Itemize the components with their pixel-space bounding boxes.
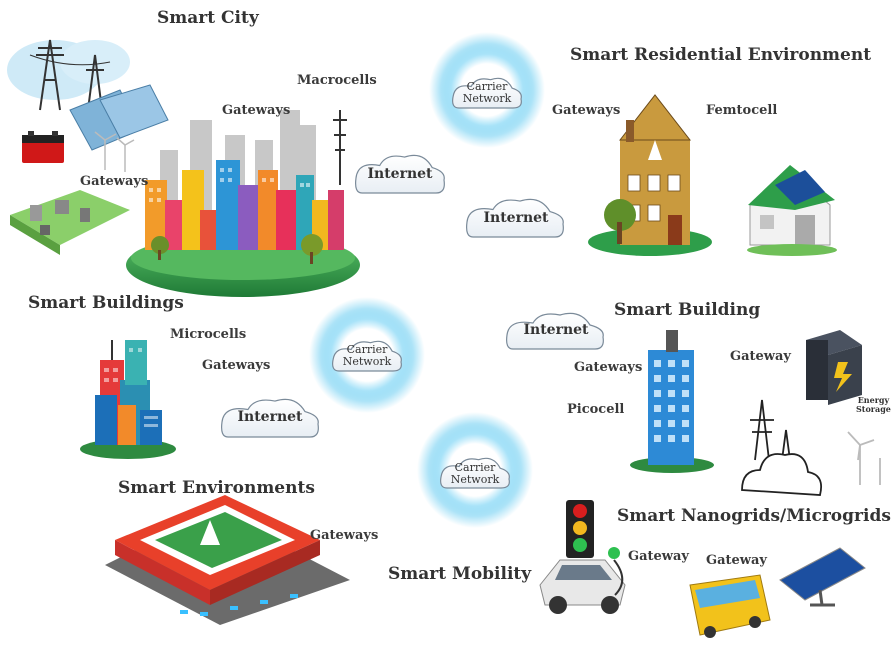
gateway-label: Gateway: [706, 553, 767, 568]
substation-icon: [10, 190, 130, 255]
macrocell-tower-icon: [333, 110, 347, 185]
energy-storage-server-icon: [806, 330, 862, 405]
energy-storage-line1: Energy: [857, 395, 890, 405]
smart-nanogrids-title: Smart Nanogrids/Microgrids: [617, 506, 891, 526]
carrier-network-label: Carrier Network: [455, 81, 519, 105]
smart-residential-title: Smart Residential Environment: [570, 45, 872, 65]
electric-car-icon: [539, 547, 626, 614]
energy-storage-label: Energy Storage: [856, 396, 891, 414]
pylon-icon: [29, 39, 111, 111]
picocell-label: Picocell: [567, 402, 625, 417]
femtocell-label: Femtocell: [706, 103, 778, 118]
gateways-label: Gateways: [574, 360, 643, 375]
battery-icon: [22, 131, 64, 163]
internet-label: Internet: [237, 409, 303, 425]
internet-cloud: [506, 312, 604, 350]
gateways-label: Gateways: [552, 103, 621, 118]
smart-city-illustration: [7, 39, 360, 297]
carrier-line1: Carrier: [346, 343, 388, 356]
tree-icon: [151, 234, 323, 264]
smart-buildings-illustration: [80, 340, 176, 459]
gateways-label: Gateways: [202, 358, 271, 373]
microcells-label: Microcells: [170, 327, 247, 342]
carrier-cloud: [452, 77, 522, 109]
gateways-label: Gateways: [80, 174, 149, 189]
carrier-line2: Network: [450, 473, 500, 486]
carrier-line1: Carrier: [454, 461, 496, 474]
carrier-cloud: [332, 340, 402, 372]
traffic-light-icon: [566, 500, 594, 558]
internet-cloud: [355, 154, 445, 194]
internet-cloud: [466, 198, 564, 238]
smart-city-title: Smart City: [157, 8, 259, 28]
solar-panels-icon: [69, 84, 169, 151]
internet-label: Internet: [483, 210, 549, 226]
carrier-line2: Network: [342, 355, 392, 368]
green-house-icon: [747, 165, 837, 256]
carrier-line2: Network: [462, 92, 512, 105]
carrier-line1: Carrier: [466, 80, 508, 93]
residential-illustration: [588, 94, 712, 256]
carrier-network-label: Carrier Network: [335, 344, 399, 368]
internet-label: Internet: [523, 322, 589, 338]
smart-mobility-title: Smart Mobility: [388, 564, 532, 584]
solar-panel-icon: [779, 547, 866, 607]
smart-environments-title: Smart Environments: [118, 478, 315, 498]
smart-building-illustration: [630, 330, 714, 473]
stadium-illustration: [105, 495, 350, 625]
gateway-label: Gateway: [730, 349, 791, 364]
wind-turbines-icon: [94, 131, 135, 172]
city-buildings-icon: [145, 160, 344, 250]
carrier-cloud: [440, 457, 510, 489]
gateways-label: Gateways: [222, 103, 291, 118]
carrier-network-label: Carrier Network: [443, 462, 507, 486]
energy-storage-line2: Storage: [856, 404, 891, 414]
gateway-label: Gateway: [628, 549, 689, 564]
power-pylon-icon: [741, 399, 823, 496]
smart-buildings-title: Smart Buildings: [28, 293, 184, 313]
bus-icon: [689, 574, 771, 638]
internet-label: Internet: [367, 166, 433, 182]
smart-building-title: Smart Building: [614, 300, 761, 320]
gateways-label: Gateways: [310, 528, 379, 543]
internet-cloud: [221, 398, 319, 438]
wind-turbine-icon: [847, 431, 881, 485]
macrocells-label: Macrocells: [297, 73, 377, 88]
